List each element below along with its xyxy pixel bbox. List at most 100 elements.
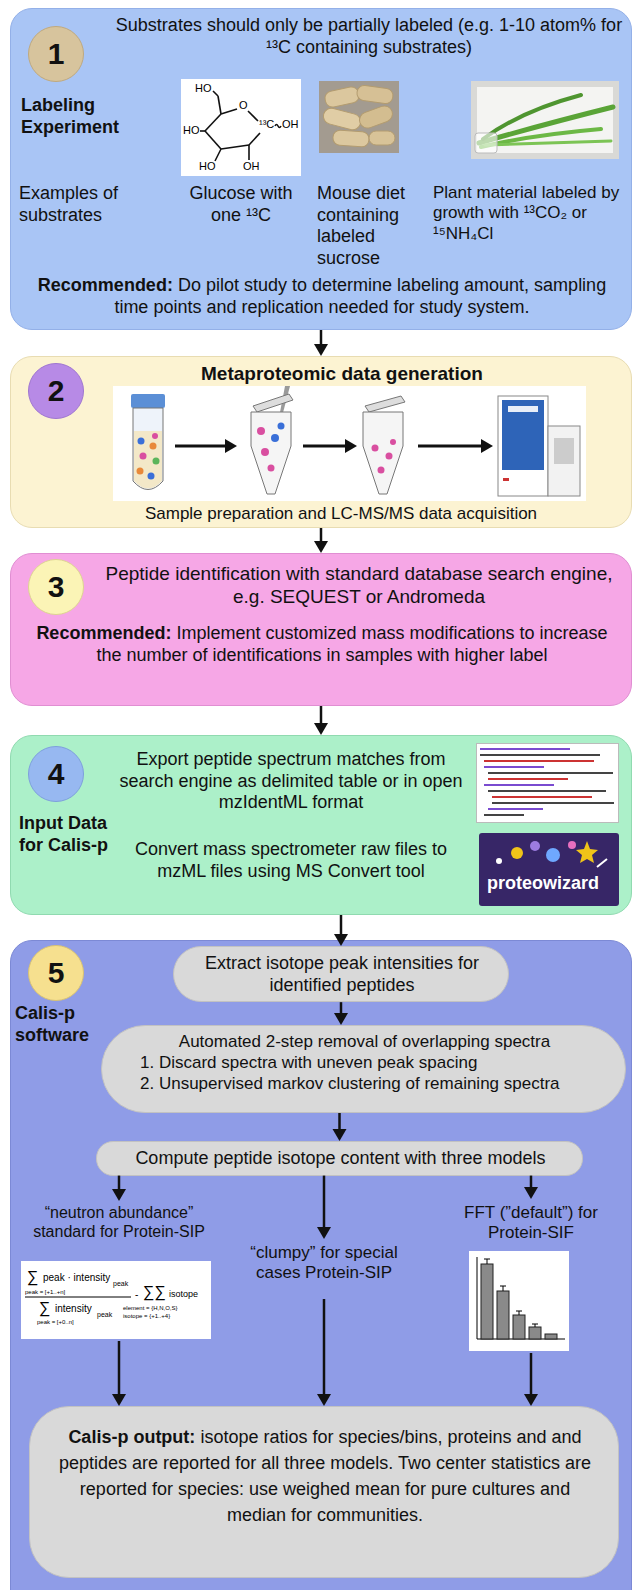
label-slot: isotope = {+1..+4} <box>123 1313 170 1319</box>
arrow-line <box>340 915 343 935</box>
chemical-label: HO <box>199 160 216 172</box>
heading-text: Labeling Experiment <box>21 95 133 138</box>
arrow-head <box>314 344 328 356</box>
text-block: Automated 2-step removal of overlapping … <box>112 1032 617 1052</box>
proteowizard-logo <box>479 833 619 906</box>
flow-arrow <box>334 915 348 946</box>
body-text: Extract isotope peak intensities for ide… <box>192 953 492 996</box>
recommendation-lead: Recommended: <box>38 275 173 295</box>
step-number-text: 2 <box>48 376 65 406</box>
lcms-workflow-illustration <box>113 386 586 501</box>
recommendation-lead: Calis-p output: <box>68 1427 195 1447</box>
label-slot: O <box>239 100 248 111</box>
text-block: “neutron abundance” standard for Protein… <box>15 1203 223 1241</box>
formula-term: element = {H,N,O,S} <box>123 1305 178 1311</box>
text-block: Recommended:Implement customized mass mo… <box>23 623 621 666</box>
heading-text: Input Data for Calis-p <box>19 813 111 856</box>
text-block: Export peptide spectrum matches from sea… <box>111 749 471 814</box>
chemical-label: HO <box>183 124 200 136</box>
chemical-label: OH <box>243 160 260 172</box>
step-number: 3 <box>28 559 84 615</box>
step-number-text: 3 <box>48 572 65 602</box>
logo-text: proteowizard <box>487 873 599 893</box>
process-pill: Compute peptide isotope content with thr… <box>96 1141 583 1176</box>
arrow-line <box>530 1176 533 1188</box>
text-block: Calis-p output:isotope ratios for specie… <box>52 1424 598 1528</box>
formula-term: ∑∑ <box>143 1283 166 1300</box>
step-number-text: 1 <box>48 39 65 69</box>
mzidentml-file-thumbnail <box>476 743 619 823</box>
flow-arrow <box>317 1299 331 1406</box>
label-slot: proteowizard <box>487 874 599 892</box>
body-text: Substrates should only be partially labe… <box>109 15 629 58</box>
recommendation-lead: Recommended: <box>36 623 171 643</box>
step-panel: Calis-p software 5 Extract isotope peak in… <box>10 940 632 1590</box>
flow-arrow <box>314 330 328 356</box>
body-text: Peptide identification with standard dat… <box>99 563 619 609</box>
body-text: “neutron abundance” standard for Protein… <box>15 1203 223 1241</box>
label-slot: ∑∑ <box>143 1284 166 1300</box>
flow-arrow <box>524 1353 538 1406</box>
chemical-label: O <box>239 99 248 111</box>
label-slot: isotope <box>169 1290 198 1299</box>
label-slot: peak <box>113 1280 128 1287</box>
body-text: Plant material labeled by growth with ¹³… <box>433 183 629 244</box>
arrow-head <box>112 1189 126 1201</box>
step-panel: Metaproteomic data generationSample prep… <box>10 356 632 528</box>
body-text: 2. Unsupervised markov clustering of rem… <box>140 1074 610 1094</box>
process-pill: Automated 2-step removal of overlapping … <box>101 1025 626 1113</box>
body-text: Sample preparation and LC-MS/MS data acq… <box>91 504 591 524</box>
recommendation-text: Do pilot study to determine labeling amo… <box>114 275 606 317</box>
arrow-head <box>334 934 348 946</box>
text-block: Calis-p software <box>15 1003 101 1046</box>
step-number-text: 5 <box>48 958 65 988</box>
arrow-head <box>317 1394 331 1406</box>
formula-term: peak <box>113 1280 128 1287</box>
arrow-head <box>317 1227 331 1239</box>
text-block: Labeling Experiment <box>21 95 133 138</box>
body-text: Mouse diet containing labeled sucrose <box>317 183 417 269</box>
formula-term: - <box>135 1289 138 1300</box>
text-block: Glucose with one ¹³C <box>177 183 305 226</box>
arrow-head <box>333 1129 347 1141</box>
text-block: Metaproteomic data generation <box>101 363 583 386</box>
step-number: 5 <box>28 945 84 1001</box>
label-slot: element = {H,N,O,S} <box>123 1305 178 1311</box>
formula-term: peak = [+1..+n] <box>25 1289 65 1295</box>
body-text: Examples of substrates <box>19 183 169 226</box>
model-box: “clumpy” for special cases Protein-SIP <box>229 1239 419 1299</box>
label-slot: intensity <box>55 1304 92 1314</box>
step-panel: Input Data for Calis-pExport peptide spe… <box>10 735 632 915</box>
label-slot: OH <box>243 161 260 172</box>
arrow-line <box>323 1176 326 1228</box>
arrow-line <box>340 1002 343 1014</box>
body-text: Convert mass spectrometer raw files to m… <box>111 839 471 882</box>
text-block: Peptide identification with standard dat… <box>99 563 619 609</box>
arrow-head <box>314 723 328 735</box>
flow-arrow <box>314 528 328 553</box>
arrow-line <box>530 1353 533 1395</box>
body-text: Export peptide spectrum matches from sea… <box>111 749 471 814</box>
body-text: FFT (”default”) for Protein-SIF <box>441 1203 621 1244</box>
chemical-label: OH <box>282 118 299 130</box>
label-slot: peak = [+1..+n] <box>25 1289 65 1295</box>
step-panel: Peptide identification with standard dat… <box>10 553 632 706</box>
flow-arrow <box>334 1002 348 1025</box>
label-slot: OH <box>282 119 299 130</box>
formula-term: peak · intensity <box>43 1272 110 1283</box>
flow-arrow <box>317 1176 331 1239</box>
heading-text: Metaproteomic data generation <box>101 363 583 386</box>
output-pill: Calis-p output:isotope ratios for specie… <box>29 1406 619 1578</box>
formula-term: isotope = {+1..+4} <box>123 1313 170 1319</box>
flow-arrow <box>524 1176 538 1199</box>
formula-term: ∑ <box>27 1268 38 1285</box>
body-text: “clumpy” for special cases Protein-SIP <box>229 1243 419 1284</box>
arrow-line <box>338 1113 341 1130</box>
formula-term: peak = [+0..n] <box>37 1319 74 1325</box>
formula-term: intensity <box>55 1303 92 1314</box>
label-slot: ∑ <box>39 1300 50 1316</box>
body-text: Compute peptide isotope content with thr… <box>102 1148 579 1170</box>
step-number: 1 <box>28 26 84 82</box>
arrow-line <box>118 1341 121 1395</box>
arrow-head <box>524 1187 538 1199</box>
